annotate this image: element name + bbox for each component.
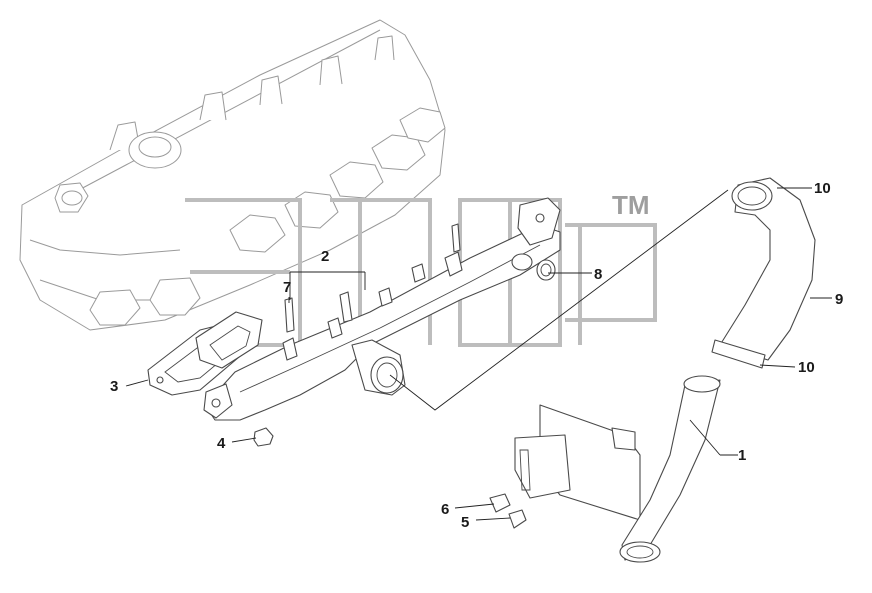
part-9-pipe bbox=[711, 177, 816, 369]
leader-lines bbox=[125, 187, 832, 521]
callout-4: 4 bbox=[217, 435, 226, 452]
watermark-trademark: TM bbox=[612, 190, 650, 220]
part-8-plug bbox=[536, 259, 556, 281]
callout-5: 5 bbox=[461, 514, 469, 531]
part-2-exhaust-manifold bbox=[203, 197, 561, 421]
callout-6: 6 bbox=[441, 501, 449, 518]
callout-7: 7 bbox=[283, 279, 291, 296]
manifold-flange bbox=[195, 311, 263, 369]
part-7-stud bbox=[284, 297, 295, 333]
part-5-bolt bbox=[508, 509, 527, 529]
callout-8: 8 bbox=[594, 266, 602, 283]
part-6-bolt bbox=[489, 493, 511, 513]
callout-1: 1 bbox=[738, 447, 746, 464]
callout-labels: 1 2 3 4 5 6 7 8 9 10 10 bbox=[110, 180, 843, 531]
callout-10-top: 10 bbox=[814, 180, 831, 197]
callout-9: 9 bbox=[835, 291, 843, 308]
watermark-logo: TM bbox=[185, 190, 657, 347]
part-4-bolt bbox=[253, 427, 274, 447]
callout-2: 2 bbox=[321, 248, 329, 265]
engine-cylinder-head bbox=[19, 19, 446, 331]
callout-10-bottom: 10 bbox=[798, 359, 815, 376]
part-1-bracket-pipe bbox=[514, 375, 721, 563]
callout-3: 3 bbox=[110, 378, 118, 395]
